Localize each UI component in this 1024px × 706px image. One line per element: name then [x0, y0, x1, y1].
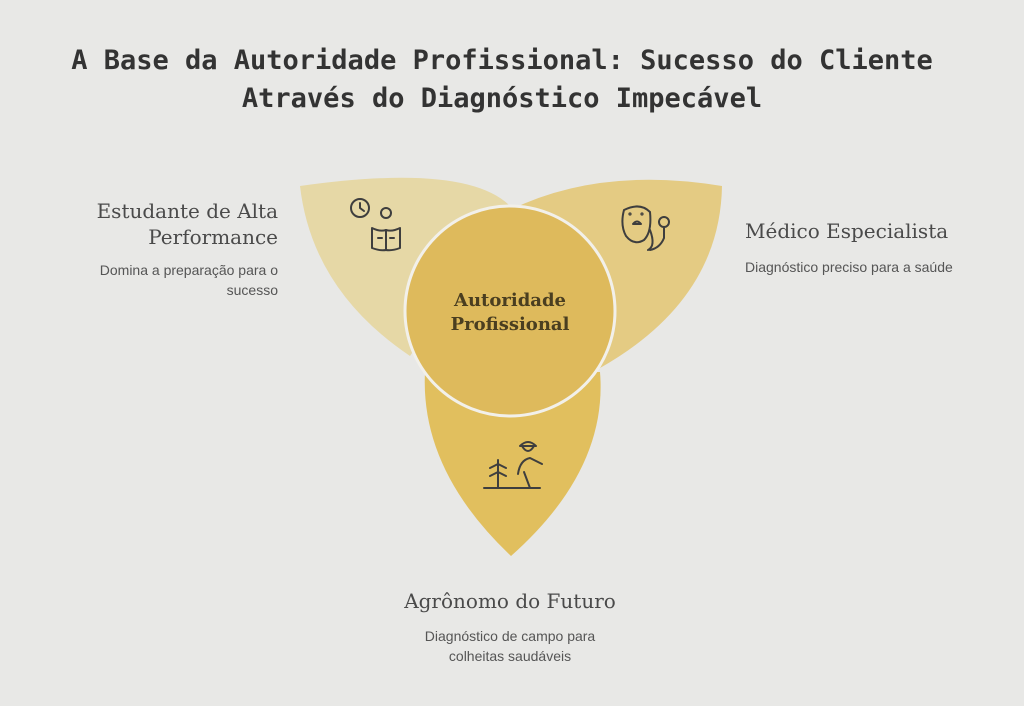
center-circle	[403, 204, 617, 418]
label-doctor-line-1: Médico Especialista	[745, 219, 949, 243]
desc-student-line-1: Domina a preparação para o	[99, 262, 278, 278]
desc-agronomist: Diagnóstico de campo para colheitas saud…	[360, 626, 660, 666]
farmer-plant-icon	[483, 441, 543, 489]
desc-doctor: Diagnóstico preciso para a saúde	[745, 257, 1005, 277]
student-reading-clock-icon	[350, 198, 401, 252]
label-agronomist: Agrônomo do Futuro	[360, 588, 660, 614]
label-student: Estudante de Alta Performance	[60, 198, 278, 250]
title-line-2: Através do Diagnóstico Impecável	[241, 83, 763, 114]
desc-agronomist-line-2: colheitas saudáveis	[448, 648, 572, 664]
desc-agronomist-line-1: Diagnóstico de campo para	[424, 628, 596, 644]
title-line-1: A Base da Autoridade Profissional: Suces…	[71, 45, 933, 76]
label-student-line-1: Estudante de Alta	[96, 199, 278, 223]
center-label-line-1: Autoridade	[453, 290, 566, 311]
center-label-line-2: Profissional	[451, 314, 570, 335]
desc-student-line-2: sucesso	[226, 282, 278, 298]
label-student-line-2: Performance	[148, 225, 278, 249]
petal-agronomist	[424, 372, 601, 556]
desc-student: Domina a preparação para o sucesso	[40, 260, 278, 300]
desc-doctor-line-1: Diagnóstico preciso para a saúde	[745, 259, 953, 275]
label-agronomist-line-1: Agrônomo do Futuro	[404, 589, 616, 613]
page-title: A Base da Autoridade Profissional: Suces…	[0, 42, 1004, 118]
stethoscope-icon	[621, 205, 670, 251]
label-doctor: Médico Especialista	[745, 218, 1005, 244]
